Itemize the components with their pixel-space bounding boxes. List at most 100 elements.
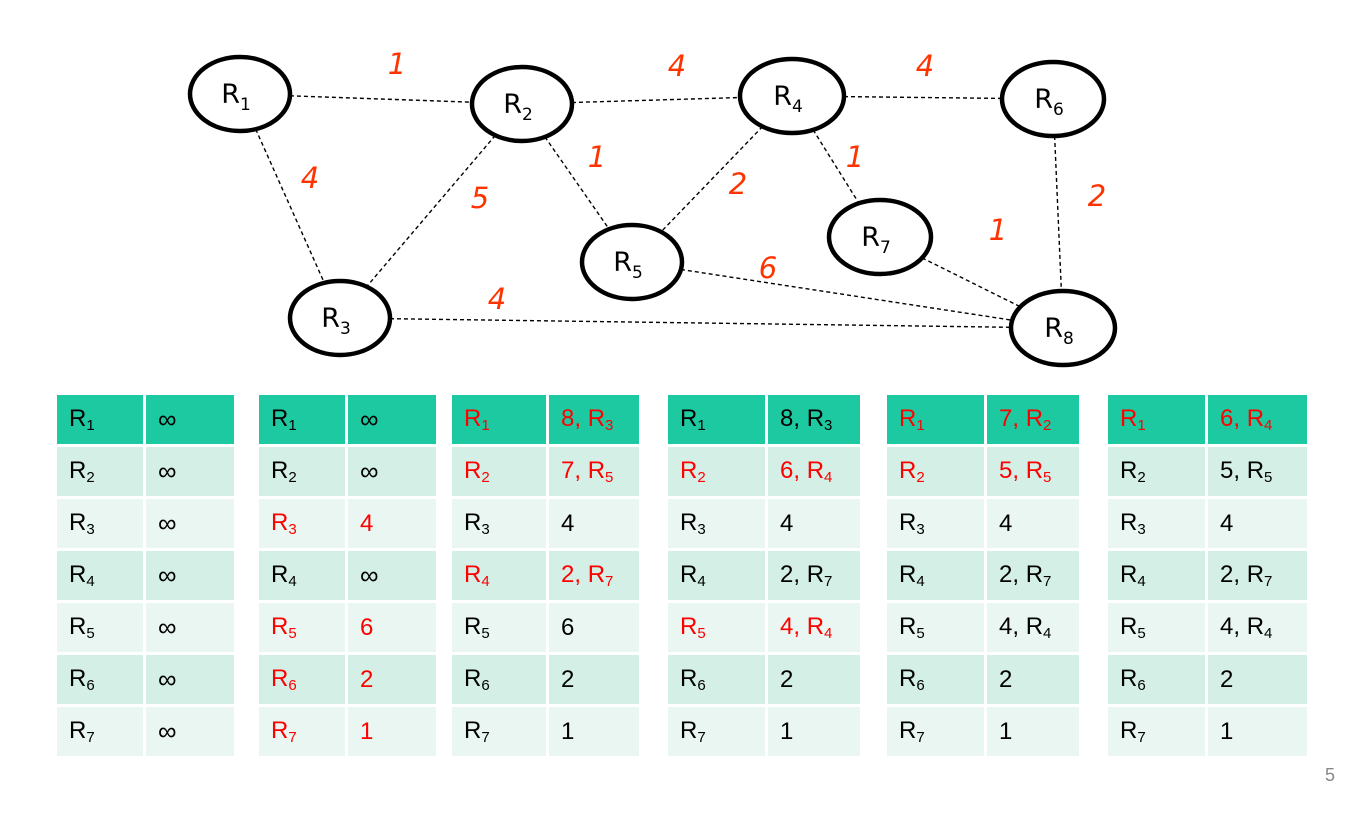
router-circle <box>469 64 575 144</box>
cost-cell: 2 <box>987 655 1079 707</box>
cost-cell: 4, R4 <box>1208 603 1307 655</box>
table-row: R1∞ <box>259 395 436 447</box>
edge-weight-r1-r2: 1 <box>388 47 406 81</box>
cost-cell: 8, R3 <box>549 395 639 447</box>
router-node-r8: R8 <box>1008 288 1118 368</box>
router-circle <box>187 54 293 134</box>
router-name-cell: R7 <box>1108 707 1208 759</box>
router-name-cell: R5 <box>452 603 549 655</box>
router-label: R6 <box>1034 84 1064 120</box>
router-name-cell: R1 <box>668 395 768 447</box>
cost-cell: 2, R7 <box>1208 551 1307 603</box>
router-node-r1: R1 <box>187 54 293 134</box>
router-label: R1 <box>221 79 251 115</box>
cost-cell: 8, R3 <box>768 395 860 447</box>
router-node-r4: R4 <box>737 56 847 136</box>
cost-cell: 2 <box>348 655 436 707</box>
router-name-cell: R2 <box>57 447 146 499</box>
edge-r7-r8 <box>921 257 1021 308</box>
edge-weight-r2-r3: 5 <box>471 181 489 215</box>
cost-cell: ∞ <box>348 551 436 603</box>
router-name-cell: R7 <box>452 707 549 759</box>
infinity-symbol: ∞ <box>158 716 177 746</box>
router-circle <box>999 59 1107 139</box>
edge-weight-r4-r5: 2 <box>729 167 747 201</box>
table-row: R3∞ <box>57 499 234 551</box>
cost-cell: 7, R2 <box>987 395 1079 447</box>
table-row: R2∞ <box>259 447 436 499</box>
router-label: R3 <box>321 303 351 339</box>
router-name-cell: R5 <box>57 603 146 655</box>
router-label: R7 <box>861 222 891 258</box>
edge-weight-r6-r8: 2 <box>1088 179 1106 213</box>
cost-cell: 7, R5 <box>549 447 639 499</box>
infinity-symbol: ∞ <box>158 664 177 694</box>
router-name-cell: R4 <box>1108 551 1208 603</box>
router-label: R5 <box>613 247 643 283</box>
router-name-cell: R5 <box>887 603 987 655</box>
router-name-cell: R4 <box>887 551 987 603</box>
cost-cell: 1 <box>348 707 436 759</box>
router-circle <box>1008 288 1118 368</box>
cost-cell: 4 <box>987 499 1079 551</box>
cost-cell: ∞ <box>348 395 436 447</box>
router-name-cell: R2 <box>1108 447 1208 499</box>
router-name-cell: R3 <box>668 499 768 551</box>
router-name-cell: R3 <box>887 499 987 551</box>
router-name-cell: R7 <box>57 707 146 759</box>
edge-r3-r8 <box>389 317 1012 328</box>
router-name-cell: R3 <box>259 499 348 551</box>
infinity-symbol: ∞ <box>158 456 177 486</box>
cost-cell: 4, R4 <box>768 603 860 655</box>
edge-r4-r7 <box>812 129 860 204</box>
edge-weight-r4-r6: 4 <box>916 49 934 83</box>
cost-cell: ∞ <box>146 655 234 707</box>
router-name-cell: R1 <box>57 395 146 447</box>
cost-cell: 2 <box>549 655 639 707</box>
edge-weight-r1-r3: 4 <box>301 161 319 195</box>
table-row: R1∞ <box>57 395 234 447</box>
table-row: R4∞ <box>259 551 436 603</box>
cost-cell: 4 <box>348 499 436 551</box>
edge-r2-r4 <box>571 96 741 104</box>
router-node-r3: R3 <box>287 278 393 358</box>
router-node-r7: R7 <box>826 197 934 277</box>
cost-cell: 2, R7 <box>768 551 860 603</box>
table-row: R7 ∞ <box>57 707 234 759</box>
router-node-r6: R6 <box>999 59 1107 139</box>
router-name-cell: R3 <box>452 499 549 551</box>
cost-cell: 2 <box>768 655 860 707</box>
cost-cell: 6 <box>549 603 639 655</box>
edge-weight-r5-r8: 6 <box>759 251 777 285</box>
edge-r2-r5 <box>544 136 610 230</box>
router-name-cell: R3 <box>57 499 146 551</box>
cost-cell: ∞ <box>348 447 436 499</box>
router-name-cell: R4 <box>668 551 768 603</box>
cost-cell: 2, R7 <box>987 551 1079 603</box>
edge-weight-r2-r4: 4 <box>668 49 686 83</box>
cost-cell: ∞ <box>146 447 234 499</box>
router-circle <box>287 278 393 358</box>
edge-r2-r3 <box>366 134 496 288</box>
router-name-cell: R5 <box>1108 603 1208 655</box>
router-name-cell: R7 <box>887 707 987 759</box>
cost-cell: ∞ <box>146 707 234 759</box>
cost-cell: 6, R4 <box>1208 395 1307 447</box>
